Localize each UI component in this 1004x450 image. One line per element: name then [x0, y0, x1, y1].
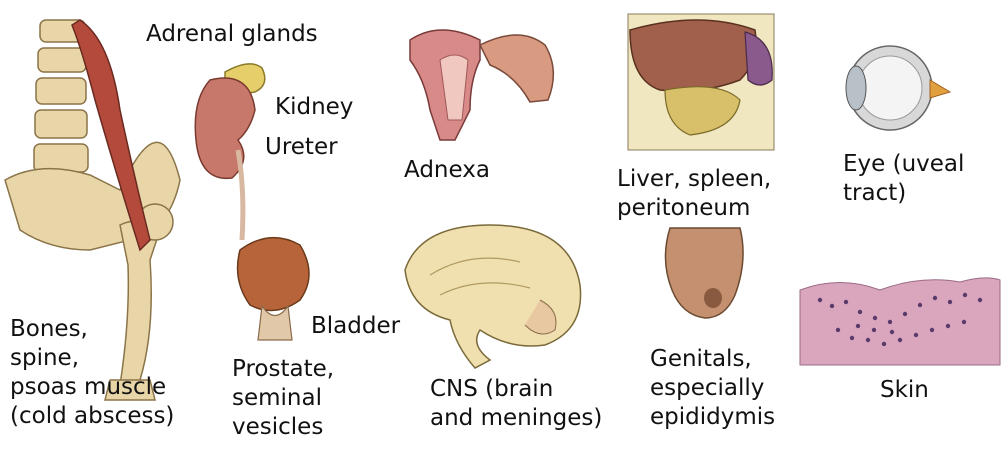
brain-illustration [405, 225, 581, 368]
label-liver-line-1: Liver, spleen, [617, 165, 771, 194]
label-genitals-line-2: especially [650, 374, 775, 403]
label-bones-line-2: spine, [10, 344, 174, 373]
label-cns-line-2: and meninges) [430, 404, 602, 433]
label-cns-brain-meninges: CNS (brain and meninges) [430, 375, 602, 433]
label-kidney: Kidney [275, 93, 353, 122]
label-prostate-line-2: seminal [232, 384, 334, 413]
label-eye-line-1: Eye (uveal [843, 150, 964, 179]
label-liver-spleen-peritoneum: Liver, spleen, peritoneum [617, 165, 771, 223]
kidney-illustration [195, 64, 265, 240]
label-bones-line-3: psoas muscle [10, 373, 174, 402]
bladder-illustration [238, 238, 309, 340]
label-liver-line-2: peritoneum [617, 194, 771, 223]
label-eye-line-2: tract) [843, 179, 964, 208]
adnexa-illustration [410, 30, 553, 140]
label-bones-spine-psoas: Bones, spine, psoas muscle (cold abscess… [10, 315, 174, 431]
label-adnexa: Adnexa [404, 156, 490, 185]
label-genitals-epididymis: Genitals, especially epididymis [650, 345, 775, 432]
liver-illustration [628, 14, 774, 150]
label-skin: Skin [880, 376, 929, 405]
genitals-illustration [665, 228, 743, 318]
label-genitals-line-3: epididymis [650, 403, 775, 432]
label-cns-line-1: CNS (brain [430, 375, 602, 404]
label-prostate-line-1: Prostate, [232, 355, 334, 384]
label-prostate-seminal-vesicles: Prostate, seminal vesicles [232, 355, 334, 442]
label-genitals-line-1: Genitals, [650, 345, 775, 374]
label-prostate-line-3: vesicles [232, 413, 334, 442]
label-bones-line-4: (cold abscess) [10, 402, 174, 431]
eye-illustration [846, 46, 950, 130]
label-eye-uveal-tract: Eye (uveal tract) [843, 150, 964, 208]
label-ureter: Ureter [265, 133, 338, 162]
label-adrenal-glands: Adrenal glands [146, 20, 318, 49]
skin-illustration [800, 278, 1000, 365]
label-bones-line-1: Bones, [10, 315, 174, 344]
label-bladder: Bladder [311, 312, 400, 341]
